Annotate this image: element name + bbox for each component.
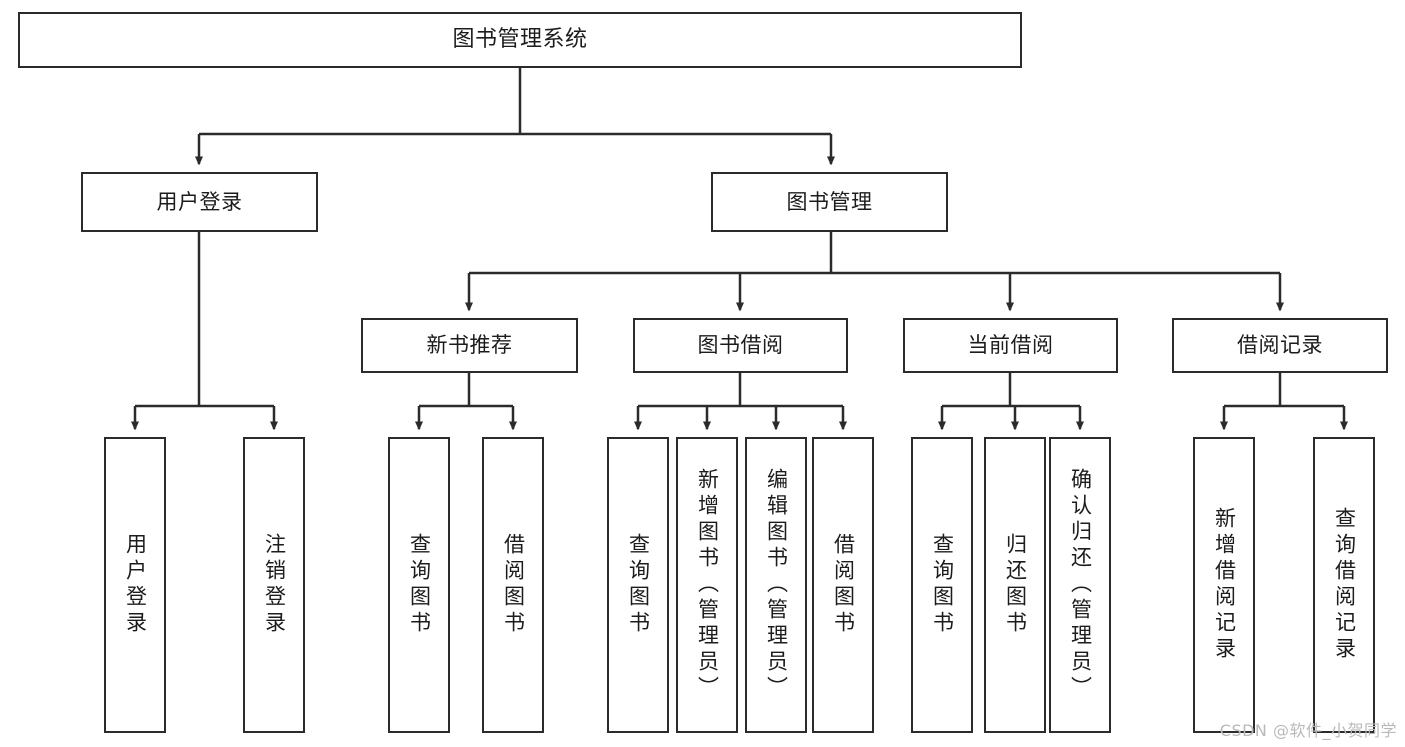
node-leaf-add-record-label: 新增借阅记录 bbox=[1212, 507, 1237, 663]
node-leaf-logout[interactable]: 注销登录 bbox=[243, 437, 305, 733]
node-leaf-borrow-book[interactable]: 借阅图书 bbox=[812, 437, 874, 733]
node-leaf-return-book[interactable]: 归还图书 bbox=[984, 437, 1046, 733]
node-leaf-query-record[interactable]: 查询借阅记录 bbox=[1313, 437, 1375, 733]
node-leaf-confirm-return-label: 确认归还（管理员） bbox=[1068, 468, 1093, 702]
node-leaf-borrow-book-new-label: 借阅图书 bbox=[501, 533, 526, 637]
node-leaf-add-record[interactable]: 新增借阅记录 bbox=[1193, 437, 1255, 733]
node-leaf-query-book-cur-label: 查询图书 bbox=[930, 533, 955, 637]
node-leaf-query-book-borrow-label: 查询图书 bbox=[626, 533, 651, 637]
node-new-book-recommend[interactable]: 新书推荐 bbox=[361, 318, 578, 373]
node-user-login[interactable]: 用户登录 bbox=[81, 172, 318, 232]
node-user-login-label: 用户登录 bbox=[156, 189, 243, 214]
node-current-borrow-label: 当前借阅 bbox=[967, 333, 1054, 358]
node-leaf-query-book-cur[interactable]: 查询图书 bbox=[911, 437, 973, 733]
node-leaf-user-login[interactable]: 用户登录 bbox=[104, 437, 166, 733]
node-book-borrow-label: 图书借阅 bbox=[697, 333, 784, 358]
node-leaf-confirm-return[interactable]: 确认归还（管理员） bbox=[1049, 437, 1111, 733]
node-leaf-add-book[interactable]: 新增图书（管理员） bbox=[676, 437, 738, 733]
node-leaf-user-login-label: 用户登录 bbox=[123, 533, 148, 637]
node-root[interactable]: 图书管理系统 bbox=[18, 12, 1022, 68]
node-leaf-borrow-book-new[interactable]: 借阅图书 bbox=[482, 437, 544, 733]
node-book-borrow[interactable]: 图书借阅 bbox=[633, 318, 848, 373]
node-leaf-add-book-label: 新增图书（管理员） bbox=[695, 468, 720, 702]
node-leaf-query-record-label: 查询借阅记录 bbox=[1332, 507, 1357, 663]
node-new-book-recommend-label: 新书推荐 bbox=[426, 333, 513, 358]
node-leaf-query-book-new[interactable]: 查询图书 bbox=[388, 437, 450, 733]
node-borrow-records[interactable]: 借阅记录 bbox=[1172, 318, 1388, 373]
node-leaf-query-book-borrow[interactable]: 查询图书 bbox=[607, 437, 669, 733]
node-leaf-borrow-book-label: 借阅图书 bbox=[831, 533, 856, 637]
node-leaf-return-book-label: 归还图书 bbox=[1003, 533, 1028, 637]
node-current-borrow[interactable]: 当前借阅 bbox=[903, 318, 1118, 373]
node-leaf-edit-book-label: 编辑图书（管理员） bbox=[764, 468, 789, 702]
node-root-label: 图书管理系统 bbox=[452, 27, 588, 53]
node-leaf-edit-book[interactable]: 编辑图书（管理员） bbox=[745, 437, 807, 733]
node-leaf-query-book-new-label: 查询图书 bbox=[407, 533, 432, 637]
node-leaf-logout-label: 注销登录 bbox=[262, 533, 287, 637]
node-book-management[interactable]: 图书管理 bbox=[711, 172, 948, 232]
node-borrow-records-label: 借阅记录 bbox=[1237, 333, 1323, 358]
node-book-management-label: 图书管理 bbox=[786, 189, 873, 214]
